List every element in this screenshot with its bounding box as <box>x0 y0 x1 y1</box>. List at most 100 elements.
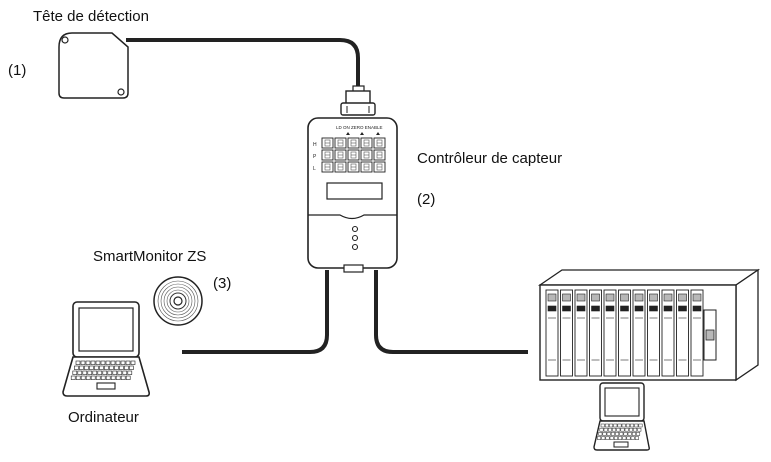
panel-side-label-h: H <box>313 142 317 148</box>
controller-number: (2) <box>417 191 436 208</box>
laptop-key <box>80 375 86 380</box>
laptop-key <box>112 370 118 375</box>
digit-cell <box>373 149 386 161</box>
laptop-key <box>79 365 84 370</box>
plc-module <box>661 289 675 377</box>
laptop-key <box>110 375 116 380</box>
laptop-key <box>129 365 134 370</box>
laptop-key <box>119 365 124 370</box>
laptop-key <box>74 365 79 370</box>
laptop-key <box>102 370 108 375</box>
laptop-key <box>637 427 642 432</box>
laptop-key <box>605 436 610 440</box>
controller-label: Contrôleur de capteur <box>417 150 563 167</box>
laptop-computer <box>62 301 150 397</box>
software-label: SmartMonitor ZS <box>93 248 207 265</box>
laptop-key <box>624 427 629 432</box>
sensor-head-number: (1) <box>8 62 27 79</box>
digit-cell <box>360 149 373 161</box>
digit-cell <box>321 137 334 149</box>
laptop-key <box>87 370 93 375</box>
laptop-key <box>615 432 620 436</box>
laptop-key <box>609 423 614 428</box>
plc-modules <box>545 289 704 377</box>
plc-module <box>690 289 704 377</box>
laptop-key <box>602 432 607 436</box>
digit-cell <box>334 137 347 149</box>
laptop-key <box>619 432 624 436</box>
laptop-key <box>77 370 83 375</box>
laptop-key <box>603 427 608 432</box>
plc-module <box>647 289 660 377</box>
laptop-computer-plc <box>593 382 650 451</box>
laptop-key <box>623 432 628 436</box>
laptop-key <box>613 423 618 428</box>
laptop-key <box>636 432 641 436</box>
laptop-key <box>633 427 638 432</box>
laptop-key <box>109 365 114 370</box>
digit-cell <box>360 137 373 149</box>
laptop-key <box>97 370 103 375</box>
laptop-key <box>627 432 632 436</box>
laptop-key <box>107 370 113 375</box>
front-cover <box>308 214 397 220</box>
laptop-key <box>124 365 129 370</box>
laptop-key <box>84 365 89 370</box>
laptop-key <box>72 370 78 375</box>
plc-module <box>603 289 617 377</box>
laptop-key <box>599 427 604 432</box>
laptop-key <box>105 360 111 365</box>
laptop-key <box>90 375 96 380</box>
laptop-key <box>628 427 633 432</box>
software-disc <box>153 276 203 326</box>
laptop-key <box>95 375 101 380</box>
digit-cell <box>347 149 360 161</box>
laptop-key <box>100 375 106 380</box>
laptop-key <box>607 427 612 432</box>
laptop-key <box>100 360 106 365</box>
laptop-key <box>80 360 86 365</box>
laptop-key <box>617 423 622 428</box>
laptop-key <box>115 360 121 365</box>
cable-to-computer <box>182 270 329 354</box>
plc-module <box>574 289 588 377</box>
lcd-window <box>326 182 383 200</box>
laptop-key <box>630 423 635 428</box>
laptop-key <box>125 360 131 365</box>
laptop-key <box>92 370 98 375</box>
digit-cell <box>321 149 334 161</box>
sensor-head-label: Tête de détection <box>33 8 149 25</box>
laptop-key <box>600 423 605 428</box>
panel-side-label-l: L <box>313 166 316 172</box>
panel-top-labels: LD ON ZERO ENABLE <box>336 125 383 130</box>
bottom-connector <box>343 264 364 273</box>
laptop-key <box>105 375 111 380</box>
controller-button-2 <box>351 234 359 242</box>
sensor-head <box>58 32 129 99</box>
plc-module <box>589 289 602 377</box>
laptop-key <box>622 436 627 440</box>
panel-side-label-p: P <box>313 154 317 160</box>
laptop-key <box>85 360 91 365</box>
laptop-key <box>638 423 643 428</box>
laptop-key <box>90 360 96 365</box>
sensor-controller: LD ON ZERO ENABLE H P L <box>307 117 398 273</box>
laptop-key <box>125 375 131 380</box>
laptop-key <box>612 427 617 432</box>
laptop-key <box>616 427 621 432</box>
controller-button-3 <box>351 243 359 251</box>
computer-label: Ordinateur <box>68 409 139 426</box>
laptop-key <box>613 436 618 440</box>
cable-connector <box>340 85 376 116</box>
digit-cell <box>347 137 360 149</box>
laptop-key <box>601 436 606 440</box>
laptop-key <box>89 365 94 370</box>
laptop-key <box>82 370 88 375</box>
digit-cell <box>373 137 386 149</box>
laptop-key <box>618 436 623 440</box>
sensor-cable <box>126 38 360 88</box>
laptop-key <box>630 436 635 440</box>
laptop-key <box>99 365 104 370</box>
laptop-key <box>95 360 101 365</box>
